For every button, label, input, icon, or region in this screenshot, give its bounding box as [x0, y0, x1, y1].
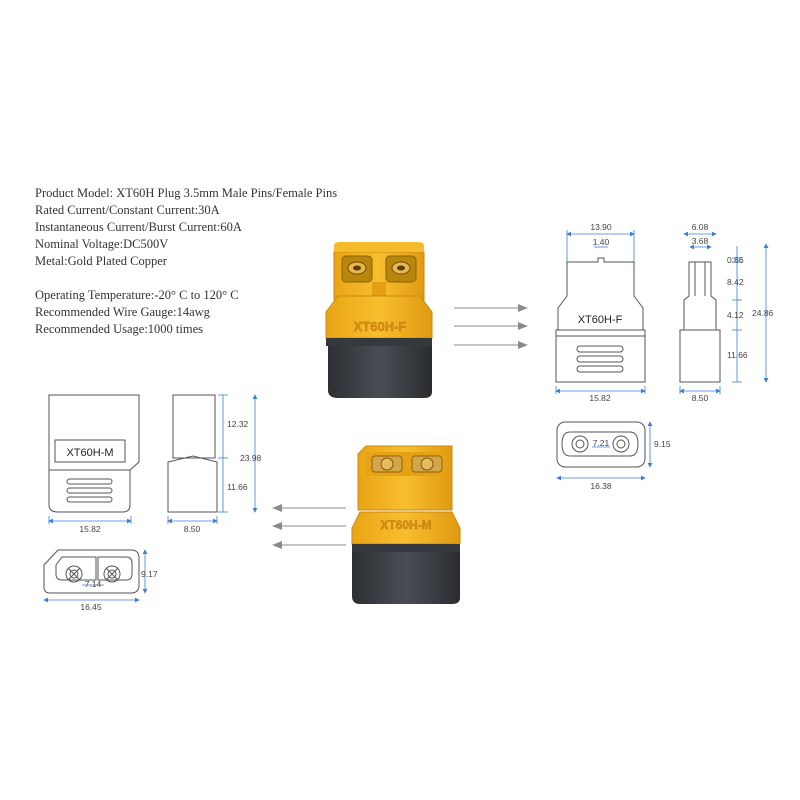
male-dim-body-width: 15.82	[79, 524, 101, 534]
spec-temperature: Operating Temperature:-20° C to 120° C	[35, 288, 239, 302]
spec-list: Product Model: XT60H Plug 3.5mm Male Pin…	[35, 185, 337, 338]
spec-usage: Recommended Usage:1000 times	[35, 322, 204, 336]
female-front-drawing: 13.90 1.40 XT60H-F 15.82	[555, 222, 646, 403]
spec-wire-gauge: Recommended Wire Gauge:14awg	[35, 305, 210, 319]
male-front-drawing: XT60H-M 15.82	[48, 394, 140, 534]
male-face-drawing: 7.14 9.17 16.45	[43, 549, 158, 612]
female-side-drawing: 6.08 3.68 8.50 0.66 8.42 4.12 11.66 24.8…	[679, 222, 774, 403]
dim-face-inner: 7.21	[593, 438, 610, 448]
female-photo-label: XT60H-F	[354, 319, 407, 334]
male-dim-1166: 11.66	[227, 482, 248, 492]
dim-side-width: 6.08	[692, 222, 709, 232]
dim-pin-width: 1.40	[593, 237, 610, 247]
male-dim-face-height: 9.17	[141, 569, 158, 579]
dim-face-width: 16.38	[590, 481, 612, 491]
dim-side-inner: 3.68	[692, 236, 709, 246]
dim-total-height: 24.86	[752, 308, 774, 318]
spec-instant-current: Instantaneous Current/Burst Current:60A	[35, 220, 242, 234]
male-dim-face-inner: 7.14	[85, 579, 102, 589]
male-dim-1232: 12.32	[227, 419, 249, 429]
male-connector-photo: XT60H-M	[351, 445, 461, 604]
dim-side-body-width: 8.50	[692, 393, 709, 403]
dim-1166: 11.66	[727, 350, 748, 360]
female-connector-photo: XT60H-F	[325, 242, 433, 398]
dim-body-width: 15.82	[589, 393, 611, 403]
male-dim-total-height: 23.98	[240, 453, 262, 463]
arrows-right	[454, 304, 528, 349]
dim-412: 4.12	[727, 310, 744, 320]
dim-face-height: 9.15	[654, 439, 671, 449]
spec-rated-current: Rated Current/Constant Current:30A	[35, 203, 220, 217]
male-dim-face-width: 16.45	[80, 602, 102, 612]
arrows-left	[272, 504, 346, 549]
male-side-drawing: 8.50 12.32 11.66 23.98	[167, 394, 262, 534]
male-dim-side-body-width: 8.50	[184, 524, 201, 534]
female-face-drawing: 7.21 9.15 16.38	[556, 421, 671, 491]
male-photo-label: XT60H-M	[380, 518, 431, 532]
spec-voltage: Nominal Voltage:DC500V	[35, 237, 169, 251]
dim-066: 0.66	[727, 255, 744, 265]
male-drawing-label: XT60H-M	[66, 447, 113, 459]
spec-product-model: Product Model: XT60H Plug 3.5mm Male Pin…	[35, 186, 338, 200]
dim-842: 8.42	[727, 277, 744, 287]
dim-top-width: 13.90	[590, 222, 612, 232]
female-drawing-label: XT60H-F	[578, 314, 623, 326]
spec-metal: Metal:Gold Plated Copper	[35, 254, 167, 268]
